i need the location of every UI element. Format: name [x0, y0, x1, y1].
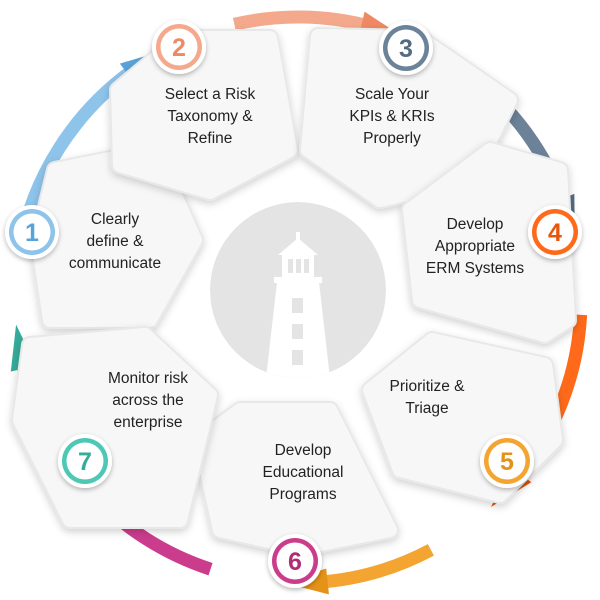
step-label-line: across the — [112, 392, 184, 409]
badge-inner — [536, 213, 574, 251]
step-label-line: enterprise — [114, 414, 183, 431]
step-label-line: Properly — [363, 130, 421, 147]
step-label-line: communicate — [69, 255, 161, 272]
step-badge-7: 7 — [58, 434, 112, 488]
badge-number: 4 — [548, 219, 562, 247]
cycle-arrow-segment — [232, 10, 373, 33]
step-label-line: Educational — [262, 464, 343, 481]
badge-inner — [488, 442, 526, 480]
step-label-line: ERM Systems — [426, 260, 524, 277]
badge-number: 2 — [172, 34, 186, 62]
badge-number: 6 — [288, 548, 302, 576]
step-label-line: Programs — [269, 486, 336, 503]
step-panel-face — [403, 143, 575, 342]
cycle-arrow-segment — [317, 544, 434, 589]
step-label: Monitor risk across the enterprise — [108, 370, 188, 431]
step-label-line: Triage — [405, 400, 448, 417]
step-label-line: Refine — [188, 130, 233, 147]
step-label-line: Clearly — [91, 211, 139, 228]
step-badge-1: 1 — [5, 205, 59, 259]
badge-inner — [276, 542, 314, 580]
step-label: Clearly define & communicate — [69, 211, 161, 272]
step-label-line: define & — [87, 233, 145, 250]
badge-number: 1 — [25, 219, 39, 247]
badge-inner — [387, 29, 425, 67]
step-badge-3: 3 — [379, 21, 433, 75]
step-label-line: Taxonomy & — [167, 108, 253, 125]
lighthouse-icon — [210, 202, 386, 378]
step-badges: 1 2 3 4 5 6 7 — [5, 20, 582, 588]
step-label-line: Scale Your — [355, 86, 429, 103]
badge-inner — [13, 213, 51, 251]
badge-inner — [66, 442, 104, 480]
step-badge-6: 6 — [268, 534, 322, 588]
badge-number: 5 — [500, 448, 514, 476]
step-badge-5: 5 — [480, 434, 534, 488]
step-label-line: KPIs & KRIs — [349, 108, 435, 125]
badge-inner — [160, 28, 198, 66]
step-badge-2: 2 — [152, 20, 206, 74]
step-label-line: Monitor risk — [108, 370, 188, 387]
badge-number: 3 — [399, 35, 413, 63]
step-label-line: Develop — [275, 442, 332, 459]
step-label: Prioritize & Triage — [390, 378, 466, 417]
step-label-line: Prioritize & — [390, 378, 466, 395]
badge-number: 7 — [78, 448, 92, 476]
step-badge-4: 4 — [528, 205, 582, 259]
step-label-line: Select a Risk — [165, 86, 256, 103]
step-label-line: Develop — [447, 216, 504, 233]
step-label-line: Appropriate — [435, 238, 515, 255]
